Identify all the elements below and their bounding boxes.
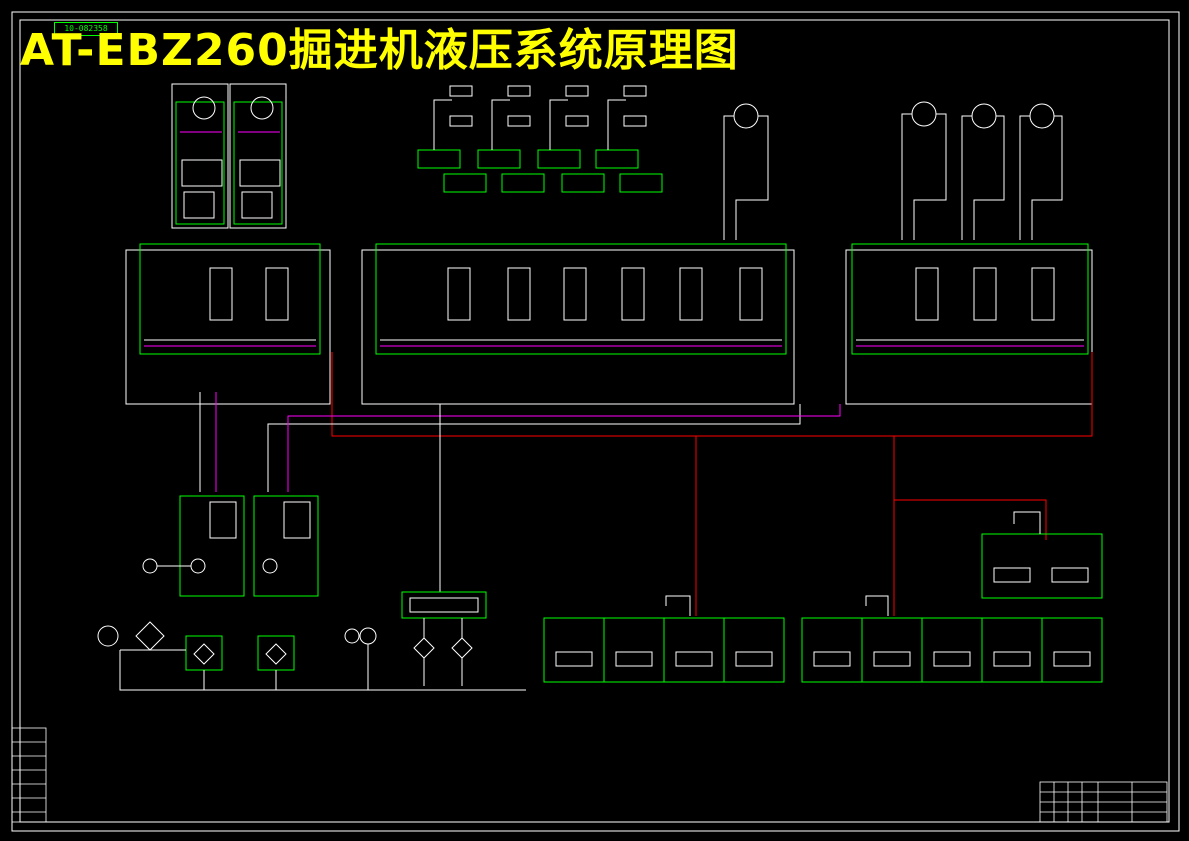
- pressure-gauge-icon: [359, 627, 377, 645]
- hydraulic-cylinder-icon: [507, 115, 531, 127]
- directional-valve-icon: [739, 267, 763, 321]
- pump-group-left: [171, 83, 287, 229]
- hydraulic-cylinder-icon: [565, 115, 589, 127]
- directional-valve-icon: [265, 267, 289, 321]
- hydraulic-cylinder-icon: [449, 115, 473, 127]
- hydraulic-motor-icon: [733, 103, 759, 129]
- drawing-number: 10-082358: [54, 22, 118, 36]
- filter-icon: [413, 637, 435, 659]
- directional-valve-icon: [563, 267, 587, 321]
- hydraulic-motor-icon: [911, 101, 937, 127]
- hydraulic-motor-icon: [971, 103, 997, 129]
- bottom-valve-bank-right: [801, 595, 1103, 683]
- revision-block: [11, 727, 47, 823]
- cylinder-group: [417, 85, 663, 193]
- interconnect-lines: [199, 352, 1093, 616]
- hydraulic-cylinder-icon: [623, 85, 647, 97]
- hydraulic-cylinder-icon: [507, 85, 531, 97]
- directional-valve-icon: [209, 267, 233, 321]
- drawing-frame: [11, 11, 1180, 832]
- directional-valve-icon: [679, 267, 703, 321]
- valve-bank-right: [845, 243, 1093, 405]
- filter-icon: [451, 637, 473, 659]
- hydraulic-motor-icon: [1029, 103, 1055, 129]
- main-pump-assembly: [142, 495, 319, 597]
- tank-icon: [97, 625, 119, 647]
- cooler-icon: [265, 643, 287, 665]
- tank-and-filters: [97, 621, 526, 691]
- directional-valve-icon: [447, 267, 471, 321]
- page-title: AT-EBZ260掘进机液压系统原理图: [20, 25, 739, 76]
- directional-valve-icon: [915, 267, 939, 321]
- hydraulic-cylinder-icon: [565, 85, 589, 97]
- cooler-icon: [193, 643, 215, 665]
- directional-valve-icon: [507, 267, 531, 321]
- valve-bank-left: [125, 243, 331, 405]
- filter-icon: [135, 621, 165, 651]
- directional-valve-icon: [1031, 267, 1055, 321]
- hydraulic-pump-icon: [250, 96, 274, 120]
- title-block: [1039, 781, 1168, 823]
- directional-valve-icon: [973, 267, 997, 321]
- hydraulic-pump-icon: [192, 96, 216, 120]
- valve-bank-middle: [361, 243, 795, 405]
- hydraulic-pump-icon: [262, 558, 278, 574]
- pressure-gauge-icon: [344, 628, 360, 644]
- motor-group: [723, 101, 1063, 240]
- hydraulic-cylinder-icon: [449, 85, 473, 97]
- auxiliary-valve-group: [401, 591, 487, 686]
- directional-valve-icon: [621, 267, 645, 321]
- hydraulic-cylinder-icon: [623, 115, 647, 127]
- hydraulic-pump-icon: [190, 558, 206, 574]
- bottom-valve-bank-left: [543, 595, 785, 683]
- bottom-valve-bank-upper-right: [981, 511, 1103, 599]
- hydraulic-motor-icon: [142, 558, 158, 574]
